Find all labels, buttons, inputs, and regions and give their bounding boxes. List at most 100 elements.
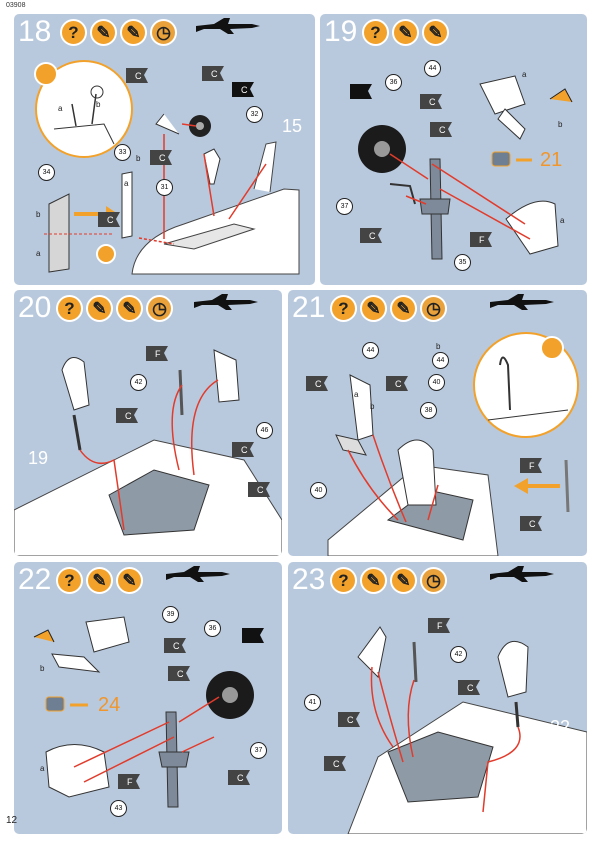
color-flag-icon: C bbox=[360, 228, 382, 243]
step-19-icons: ? ✎ ✎ bbox=[362, 19, 449, 46]
color-flag-icon: C bbox=[306, 376, 328, 391]
part-circle: 44 bbox=[362, 342, 379, 359]
part-circle: 31 bbox=[156, 179, 173, 196]
flag-text: F bbox=[437, 621, 443, 631]
flag-text: C bbox=[135, 71, 142, 81]
color-flag-icon bbox=[350, 84, 372, 99]
flag-text: C bbox=[173, 641, 180, 651]
question-icon: ? bbox=[60, 19, 87, 46]
flag-text: C bbox=[177, 669, 184, 679]
flag-text: C bbox=[333, 759, 340, 769]
step-18-illustration bbox=[34, 60, 300, 275]
color-flag-icon: C bbox=[458, 680, 480, 695]
part-circle: 42 bbox=[450, 646, 467, 663]
clock-icon: ◷ bbox=[420, 567, 447, 594]
flag-text: C bbox=[395, 379, 402, 389]
step-20-number: 20 bbox=[18, 291, 52, 324]
color-flag-icon: C bbox=[232, 442, 254, 457]
color-flag-icon: C bbox=[150, 150, 172, 165]
flag-text: C bbox=[241, 85, 248, 95]
page-number: 12 bbox=[6, 815, 18, 826]
color-flag-icon: C bbox=[232, 82, 254, 97]
step-23-number: 23 bbox=[292, 563, 326, 596]
label-letter: a bbox=[560, 216, 565, 225]
label-letter: b bbox=[96, 100, 101, 109]
question-icon: ? bbox=[330, 295, 357, 322]
part-circle: 41 bbox=[304, 694, 321, 711]
flag-text: C bbox=[211, 69, 218, 79]
step-19-number: 19 bbox=[324, 15, 358, 48]
part-circle: 32 bbox=[246, 106, 263, 123]
color-flag-icon: C bbox=[116, 408, 138, 423]
flag-text: C bbox=[107, 215, 114, 225]
glue-icon: ✎ bbox=[86, 295, 113, 322]
flag-text: F bbox=[127, 777, 133, 787]
label-letter: b bbox=[370, 402, 375, 411]
color-flag-icon: F bbox=[428, 618, 450, 633]
glue-icon: ✎ bbox=[392, 19, 419, 46]
step-22-icons: ? ✎ ✎ bbox=[56, 567, 143, 594]
label-letter: a bbox=[58, 104, 63, 113]
step-20-illustration bbox=[14, 349, 282, 556]
clock-icon: ◷ bbox=[150, 19, 177, 46]
label-letter: b bbox=[36, 210, 41, 219]
flag-text: F bbox=[479, 235, 485, 245]
paint-brush-icon: ✎ bbox=[120, 19, 147, 46]
aircraft-silhouette-icon bbox=[194, 294, 258, 310]
label-letter: a bbox=[40, 764, 45, 773]
part-circle: 44 bbox=[432, 352, 449, 369]
step-23-ref-large: 22 bbox=[550, 717, 571, 737]
glue-icon: ✎ bbox=[360, 295, 387, 322]
step-18-icons: ? ✎ ✎ ◷ bbox=[60, 19, 177, 46]
color-flag-icon: C bbox=[520, 516, 542, 531]
flag-text: C bbox=[347, 715, 354, 725]
question-icon: ? bbox=[330, 567, 357, 594]
part-circle: 36 bbox=[204, 620, 221, 637]
part-circle: 40 bbox=[310, 482, 327, 499]
goto-step-text: 24 bbox=[98, 694, 121, 716]
clock-icon: ◷ bbox=[146, 295, 173, 322]
aircraft-silhouette-icon bbox=[196, 18, 260, 34]
glue-icon: ✎ bbox=[86, 567, 113, 594]
step-20-ref-large: 19 bbox=[28, 448, 49, 468]
part-circle: 33 bbox=[114, 144, 131, 161]
paint-brush-icon: ✎ bbox=[116, 295, 143, 322]
color-flag-icon: C bbox=[228, 770, 250, 785]
part-circle: 38 bbox=[420, 402, 437, 419]
color-flag-icon: C bbox=[386, 376, 408, 391]
flag-text: F bbox=[529, 461, 535, 471]
part-circle: 39 bbox=[162, 606, 179, 623]
question-icon: ? bbox=[362, 19, 389, 46]
label-letter: a bbox=[36, 249, 41, 258]
paint-brush-icon: ✎ bbox=[116, 567, 143, 594]
flag-text: C bbox=[529, 519, 536, 529]
step-21-panel: 21 ? ✎ ✎ ◷ 44 38 40 44 40 C C F C a b b bbox=[288, 290, 587, 556]
step-20-icons: ? ✎ ✎ ◷ bbox=[56, 295, 173, 322]
part-circle: 43 bbox=[110, 800, 127, 817]
step-23-illustration bbox=[347, 626, 587, 834]
aircraft-silhouette-icon bbox=[490, 566, 554, 582]
step-22-panel: 22 ? ✎ ✎ 24 39 36 37 43 C C C F b a bbox=[14, 562, 282, 834]
goto-step-text: 21 bbox=[540, 149, 563, 171]
color-flag-icon: C bbox=[338, 712, 360, 727]
step-22-number: 22 bbox=[18, 563, 52, 596]
step-19-illustration bbox=[358, 75, 573, 260]
part-circle: 36 bbox=[385, 74, 402, 91]
step-18-panel: 18 ? ✎ ✎ ◷ 1 bbox=[14, 14, 315, 285]
color-flag-icon bbox=[242, 628, 264, 643]
part-circle: 37 bbox=[336, 198, 353, 215]
color-flag-icon: C bbox=[98, 212, 120, 227]
color-flag-icon: C bbox=[248, 482, 270, 497]
step-23-panel: 23 ? ✎ ✎ ◷ 22 42 41 F C C C bbox=[288, 562, 587, 834]
flag-text: C bbox=[369, 231, 376, 241]
label-letter: b bbox=[136, 154, 141, 163]
paint-brush-icon: ✎ bbox=[390, 295, 417, 322]
color-flag-icon: C bbox=[202, 66, 224, 81]
step-22-illustration bbox=[33, 616, 254, 808]
aircraft-silhouette-icon bbox=[490, 294, 554, 310]
part-circle: 40 bbox=[428, 374, 445, 391]
part-circle: 46 bbox=[256, 422, 273, 439]
clock-icon: ◷ bbox=[420, 295, 447, 322]
color-flag-icon: C bbox=[126, 68, 148, 83]
glue-icon: ✎ bbox=[90, 19, 117, 46]
